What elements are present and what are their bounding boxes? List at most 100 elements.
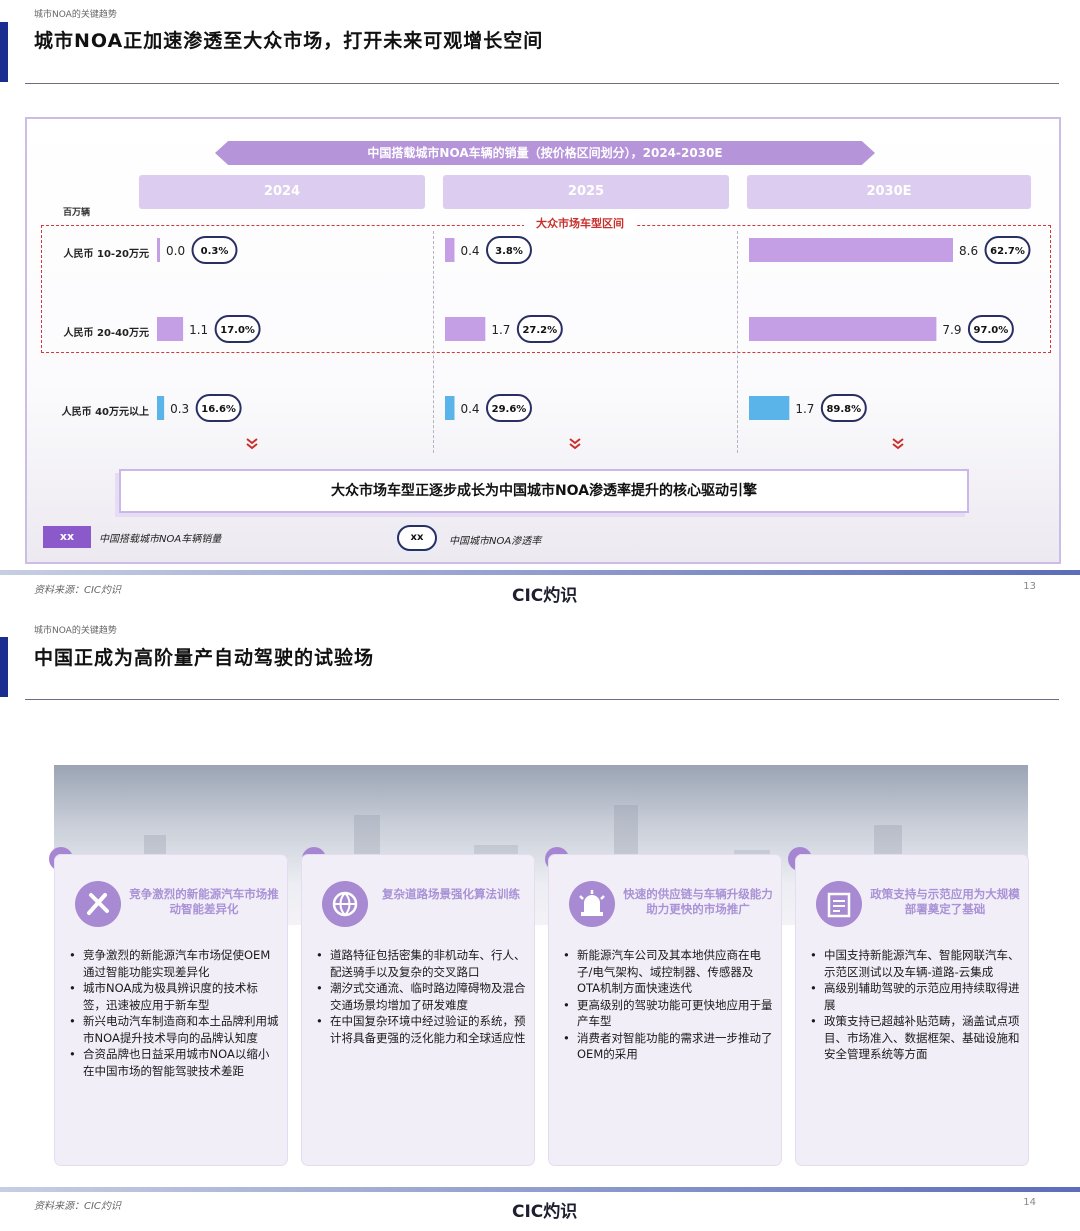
title-divider: [25, 83, 1059, 84]
penetration-pill: 97.0%: [967, 315, 1014, 343]
bar-value-label: 0.3: [170, 402, 189, 416]
bullet: 合资品牌也日益采用城市NOA以缩小在中国市场的智能驾驶技术差距: [67, 1046, 279, 1079]
legend-bar-swatch: xx: [43, 526, 91, 548]
bar-2030E-2: [749, 396, 790, 420]
slide-title: 城市NOA正加速渗透至大众市场，打开未来可观增长空间: [34, 30, 544, 52]
section-kicker: 城市NOA的关键趋势: [34, 10, 117, 20]
slide-13: 城市NOA的关键趋势 城市NOA正加速渗透至大众市场，打开未来可观增长空间 中国…: [0, 0, 1080, 615]
penetration-label: 0.3%: [201, 246, 229, 257]
card-heading: 快速的供应链与车辆升级能力助力更快的市场推广: [623, 887, 773, 916]
page-number: 14: [1023, 1197, 1036, 1208]
trend-card-1: 竞争激烈的新能源汽车市场推动智能差异化 竞争激烈的新能源汽车市场促使OEM通过智…: [55, 855, 287, 1165]
legend-pill-swatch: xx: [397, 525, 437, 551]
company-logo: CIC灼识: [512, 1202, 578, 1222]
bullet: 潮汐式交通流、临时路边障碍物及混合交通场景均增加了研发难度: [314, 980, 526, 1013]
penetration-label: 89.8%: [826, 404, 861, 415]
trend-card-2: 复杂道路场景强化算法训练 道路特征包括密集的非机动车、行人、配送骑手以及复杂的交…: [302, 855, 534, 1165]
panel-header-2025: 2025: [443, 175, 729, 209]
trend-card-3: 快速的供应链与车辆升级能力助力更快的市场推广 新能源汽车公司及其本地供应商在电子…: [549, 855, 781, 1165]
bar-2025-0: [445, 238, 455, 262]
category-label: 人民币 40万元以上: [61, 407, 149, 418]
bar-value-label: 0.4: [460, 402, 479, 416]
penetration-pill: 27.2%: [516, 315, 563, 343]
panel-divider: [433, 231, 434, 453]
penetration-pill: 3.8%: [485, 236, 532, 264]
bullet: 竞争激烈的新能源汽车市场促使OEM通过智能功能实现差异化: [67, 947, 279, 980]
bullet: 政策支持已超越补贴范畴，涵盖试点项目、市场准入、数据框架、基础设施和安全管理系统…: [808, 1013, 1020, 1063]
penetration-label: 3.8%: [495, 246, 523, 257]
card-heading: 复杂道路场景强化算法训练: [382, 887, 520, 901]
bar-value-label: 1.7: [795, 402, 814, 416]
card-heading: 政策支持与示范应用为大规模部署奠定了基础: [870, 887, 1020, 916]
penetration-label: 17.0%: [220, 325, 255, 336]
bullet: 新兴电动汽车制造商和本土品牌利用城市NOA提升技术导向的品牌认知度: [67, 1013, 279, 1046]
bar-value-label: 8.6: [959, 244, 978, 258]
company-logo: CIC灼识: [512, 586, 578, 606]
bullet: 城市NOA成为极具辨识度的技术标签，迅速被应用于新车型: [67, 980, 279, 1013]
bar-2024-1: [157, 317, 184, 341]
unit-label: 百万辆: [63, 208, 91, 218]
chart-frame: 中国搭载城市NOA车辆的销量（按价格区间划分），2024-2030E 2024 …: [25, 117, 1061, 564]
card-bullets: 道路特征包括密集的非机动车、行人、配送骑手以及复杂的交叉路口 潮汐式交通流、临时…: [314, 947, 526, 1046]
bar-value-label: 0.4: [460, 244, 479, 258]
bar-2025-1: [445, 317, 486, 341]
penetration-pill: 89.8%: [820, 394, 867, 422]
card-bullets: 中国支持新能源汽车、智能网联汽车、示范区测试以及车辆-道路-云集成 高级别辅助驾…: [808, 947, 1020, 1063]
bar-value-label: 7.9: [942, 323, 961, 337]
footer-bar: [0, 570, 1080, 575]
bullet: 更高级别的驾驶功能可更快地应用于量产车型: [561, 997, 773, 1030]
legend-bar-label: 中国搭载城市NOA车辆销量: [99, 534, 222, 545]
category-label: 人民币 10-20万元: [63, 249, 149, 260]
chevron-down-icon: [892, 438, 904, 450]
panel-header-2030e: 2030E: [747, 175, 1031, 209]
slide-title: 中国正成为高阶量产自动驾驶的试验场: [34, 647, 375, 669]
card-heading: 竞争激烈的新能源汽车市场推动智能差异化: [129, 887, 279, 916]
bar-2025-2: [445, 396, 455, 420]
title-accent-bar: [0, 22, 8, 82]
trend-card-4: 政策支持与示范应用为大规模部署奠定了基础 中国支持新能源汽车、智能网联汽车、示范…: [796, 855, 1028, 1165]
title-accent-bar: [0, 637, 8, 697]
penetration-pill: 62.7%: [984, 236, 1031, 264]
chart-title: 中国搭载城市NOA车辆的销量（按价格区间划分），2024-2030E: [215, 141, 875, 165]
penetration-pill: 16.6%: [195, 394, 242, 422]
legend-pill-label: 中国城市NOA渗透率: [449, 536, 542, 547]
card-bullets: 竞争激烈的新能源汽车市场促使OEM通过智能功能实现差异化 城市NOA成为极具辨识…: [67, 947, 279, 1079]
alarm-icon: [569, 881, 615, 927]
footer-bar: [0, 1187, 1080, 1192]
bar-2030E-1: [749, 317, 937, 341]
bar-value-label: 1.1: [189, 323, 208, 337]
bullet: 道路特征包括密集的非机动车、行人、配送骑手以及复杂的交叉路口: [314, 947, 526, 980]
sword-icon: [75, 881, 121, 927]
penetration-label: 16.6%: [201, 404, 236, 415]
penetration-pill: 17.0%: [214, 315, 261, 343]
category-label: 人民币 20-40万元: [63, 328, 149, 339]
chevron-down-icon: [569, 438, 581, 450]
source-note: 资料来源：CIC灼识: [34, 585, 121, 596]
bullet: 中国支持新能源汽车、智能网联汽车、示范区测试以及车辆-道路-云集成: [808, 947, 1020, 980]
card-bullets: 新能源汽车公司及其本地供应商在电子/电气架构、域控制器、传感器及OTA机制方面快…: [561, 947, 773, 1063]
bullet: 在中国复杂环境中经过验证的系统，预计将具备更强的泛化能力和全球适应性: [314, 1013, 526, 1046]
bullet: 新能源汽车公司及其本地供应商在电子/电气架构、域控制器、传感器及OTA机制方面快…: [561, 947, 773, 997]
title-divider: [25, 699, 1059, 700]
bar-2030E-0: [749, 238, 953, 262]
panel-header-2024: 2024: [139, 175, 425, 209]
penetration-label: 29.6%: [492, 404, 527, 415]
penetration-label: 62.7%: [990, 246, 1025, 257]
globe-icon: [322, 881, 368, 927]
slide-14: 城市NOA的关键趋势 中国正成为高阶量产自动驾驶的试验场 1 2 3 4 竞争激…: [0, 615, 1080, 1231]
bullet: 高级别辅助驾驶的示范应用持续取得进展: [808, 980, 1020, 1013]
mass-market-label: 大众市场车型区间: [524, 214, 636, 234]
bullet: 消费者对智能功能的需求进一步推动了OEM的采用: [561, 1030, 773, 1063]
section-kicker: 城市NOA的关键趋势: [34, 626, 117, 636]
bar-2024-0: [157, 238, 160, 262]
bar-value-label: 1.7: [491, 323, 510, 337]
penetration-label: 97.0%: [974, 325, 1009, 336]
page-number: 13: [1023, 581, 1036, 592]
penetration-pill: 0.3%: [191, 236, 238, 264]
conclusion-box: 大众市场车型正逐步成长为中国城市NOA渗透率提升的核心驱动引擎: [119, 469, 969, 513]
penetration-pill: 29.6%: [485, 394, 532, 422]
source-note: 资料来源：CIC灼识: [34, 1201, 121, 1212]
panel-divider: [737, 231, 738, 453]
chevron-down-icon: [246, 438, 258, 450]
